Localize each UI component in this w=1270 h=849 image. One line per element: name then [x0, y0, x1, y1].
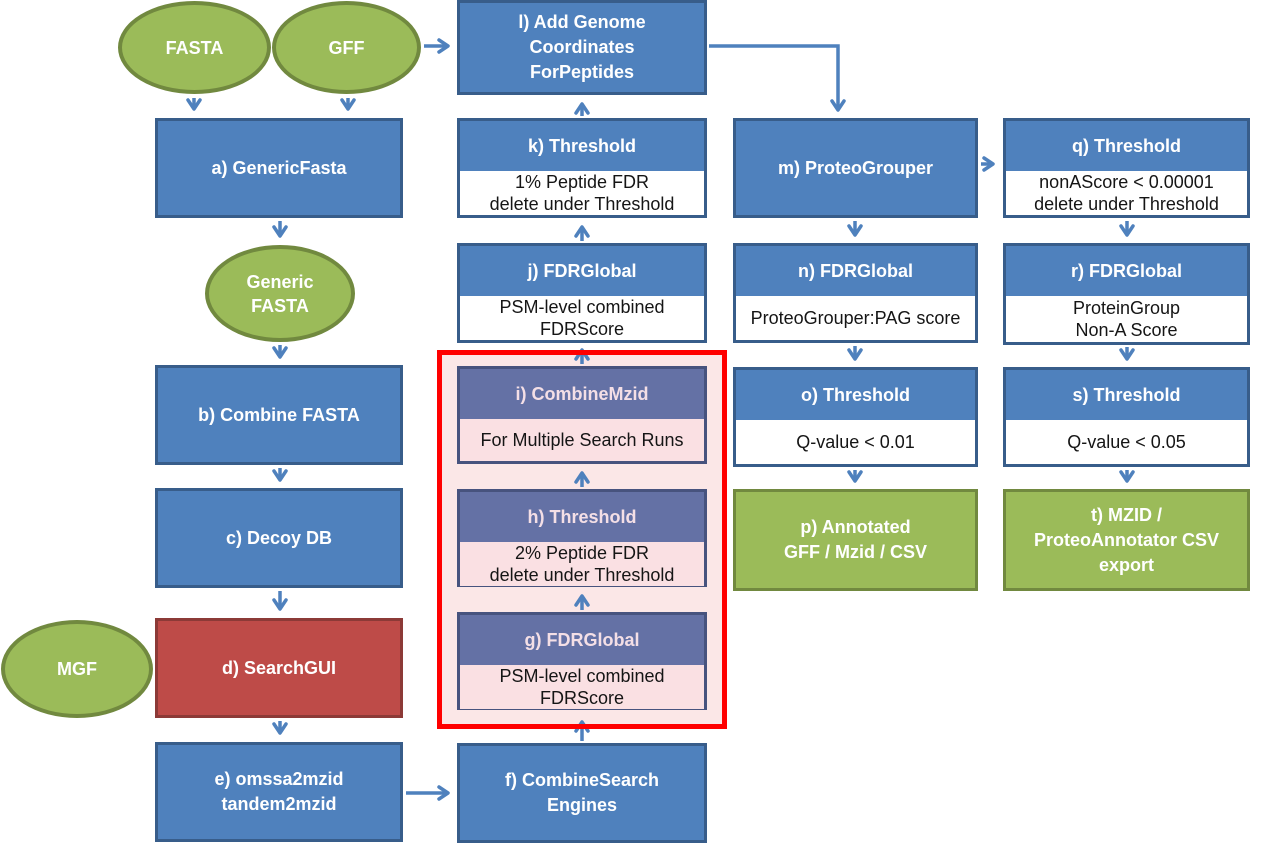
node-header: j) FDRGlobal [460, 246, 704, 296]
node-title: l) Add Genome [518, 12, 646, 32]
node-a-genericfasta: a) GenericFasta [155, 118, 403, 218]
ellipse-label: Generic [246, 271, 314, 292]
node-title: d) SearchGUI [221, 657, 337, 678]
node-title: m) ProteoGrouper [777, 157, 933, 178]
node-header: q) Threshold [1006, 121, 1247, 171]
node-h-threshold: h) Threshold 2% Peptide FDR delete under… [457, 489, 707, 587]
node-header: n) FDRGlobal [736, 246, 975, 296]
node-body: PSM-level combined FDRScore [460, 296, 704, 340]
node-title: Engines [546, 795, 617, 815]
node-r-fdrglobal: r) FDRGlobal ProteinGroup Non-A Score [1003, 243, 1250, 345]
node-body: For Multiple Search Runs [460, 419, 704, 461]
node-f-combinesearch-engines: f) CombineSearch Engines [457, 743, 707, 843]
node-e-omssa2mzid-tandem2mzid: e) omssa2mzid tandem2mzid [155, 742, 403, 842]
node-header: k) Threshold [460, 121, 704, 171]
node-title: GFF / Mzid / CSV [784, 542, 927, 562]
node-title: Coordinates [529, 37, 635, 57]
node-n-fdrglobal: n) FDRGlobal ProteoGrouper:PAG score [733, 243, 978, 343]
ellipse-label: FASTA [251, 295, 309, 316]
node-title: tandem2mzid [221, 794, 337, 814]
node-title: c) Decoy DB [225, 527, 333, 548]
node-j-fdrglobal: j) FDRGlobal PSM-level combined FDRScore [457, 243, 707, 343]
node-header: r) FDRGlobal [1006, 246, 1247, 296]
node-header: o) Threshold [736, 370, 975, 420]
node-body: PSM-level combined FDRScore [460, 665, 704, 709]
node-title: t) MZID / [1091, 504, 1162, 525]
node-p-annotated-output: p) Annotated GFF / Mzid / CSV [733, 489, 978, 591]
node-body: ProteoGrouper:PAG score [736, 296, 975, 340]
input-gff-ellipse: GFF [272, 1, 421, 94]
ellipse-label: GFF [328, 37, 365, 58]
node-k-threshold: k) Threshold 1% Peptide FDR delete under… [457, 118, 707, 218]
node-l-add-genome-coordinates: l) Add Genome Coordinates ForPeptides [457, 0, 707, 95]
node-header: s) Threshold [1006, 370, 1247, 420]
node-header: i) CombineMzid [460, 369, 704, 419]
node-title: a) GenericFasta [211, 157, 347, 178]
input-mgf-ellipse: MGF [1, 620, 153, 718]
node-body: Q-value < 0.01 [736, 420, 975, 464]
node-i-combinemzid: i) CombineMzid For Multiple Search Runs [457, 366, 707, 464]
node-b-combine-fasta: b) Combine FASTA [155, 365, 403, 465]
generic-fasta-ellipse: Generic FASTA [205, 245, 355, 342]
node-header: h) Threshold [460, 492, 704, 542]
node-title: f) CombineSearch [504, 770, 660, 790]
node-body: 1% Peptide FDR delete under Threshold [460, 171, 704, 215]
node-title: ProteoAnnotator CSV [1033, 529, 1219, 550]
node-header: g) FDRGlobal [460, 615, 704, 665]
node-q-threshold: q) Threshold nonAScore < 0.00001 delete … [1003, 118, 1250, 218]
node-g-fdrglobal: g) FDRGlobal PSM-level combined FDRScore [457, 612, 707, 710]
node-m-proteogrouper: m) ProteoGrouper [733, 118, 978, 218]
node-s-threshold: s) Threshold Q-value < 0.05 [1003, 367, 1250, 467]
node-c-decoy-db: c) Decoy DB [155, 488, 403, 588]
node-body: Q-value < 0.05 [1006, 420, 1247, 464]
node-body: ProteinGroup Non-A Score [1006, 296, 1247, 342]
node-title: e) omssa2mzid [214, 769, 344, 789]
input-fasta-ellipse: FASTA [118, 1, 271, 94]
node-title: p) Annotated [800, 517, 911, 537]
node-o-threshold: o) Threshold Q-value < 0.01 [733, 367, 978, 467]
node-title: b) Combine FASTA [198, 404, 360, 425]
node-d-searchgui: d) SearchGUI [155, 618, 403, 718]
ellipse-label: MGF [57, 659, 97, 679]
node-title: export [1098, 554, 1154, 575]
node-t-mzid-csv-export: t) MZID / ProteoAnnotator CSV export [1003, 489, 1250, 591]
ellipse-label: FASTA [165, 37, 224, 58]
node-body: nonAScore < 0.00001 delete under Thresho… [1006, 171, 1247, 215]
node-body: 2% Peptide FDR delete under Threshold [460, 542, 704, 586]
node-title: ForPeptides [529, 62, 635, 82]
